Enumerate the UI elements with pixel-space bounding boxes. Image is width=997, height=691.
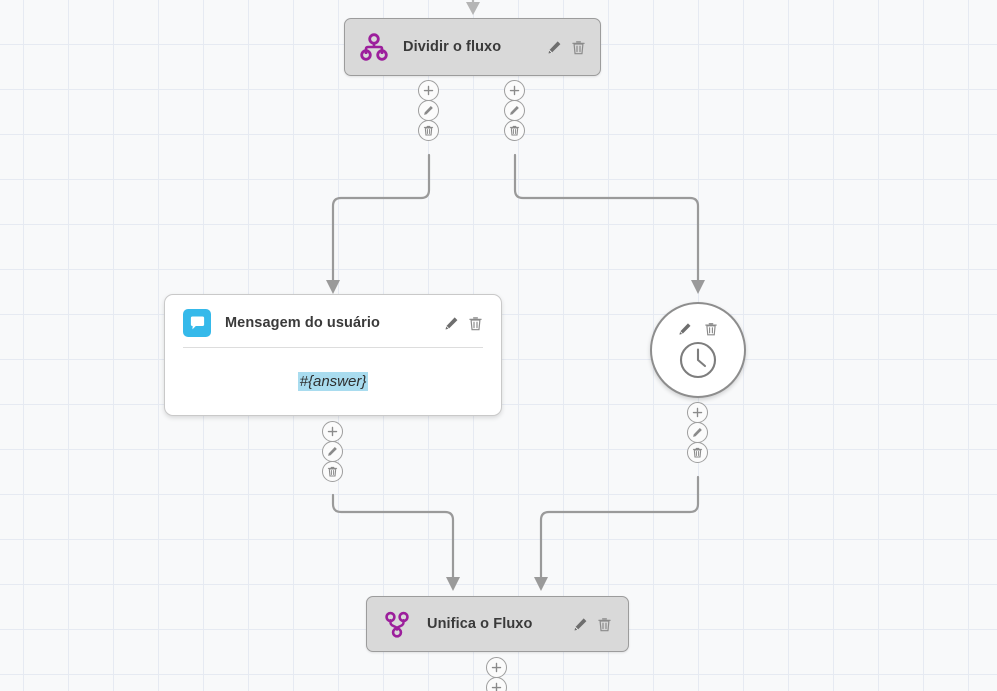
add-icon[interactable] (322, 421, 343, 442)
edge-incoming-to-split (466, 0, 480, 15)
delete-icon[interactable] (322, 461, 343, 482)
user-message-node-title: Mensagem do usuário (225, 315, 380, 331)
port-stack-split-right[interactable] (504, 80, 525, 141)
edge-split-right-to-delay (513, 153, 705, 294)
edit-icon[interactable] (546, 39, 562, 55)
card-divider (183, 347, 483, 348)
edit-icon[interactable] (322, 441, 343, 462)
node-actions (572, 616, 612, 632)
edit-icon[interactable] (677, 321, 693, 337)
user-message-node-header: Mensagem do usuário (165, 295, 501, 347)
merge-flow-node-title: Unifica o Fluxo (427, 616, 533, 632)
delete-icon[interactable] (703, 321, 719, 337)
delete-icon[interactable] (418, 120, 439, 141)
edit-icon[interactable] (504, 100, 525, 121)
merge-flow-node[interactable]: Unifica o Fluxo (366, 596, 629, 652)
port-stack-merge[interactable] (486, 657, 507, 691)
port-stack-delay[interactable] (687, 402, 708, 463)
node-actions (546, 39, 586, 55)
port-stack-user-message[interactable] (322, 421, 343, 482)
add-icon[interactable] (504, 80, 525, 101)
add-icon[interactable] (418, 80, 439, 101)
split-flow-node[interactable]: Dividir o fluxo (344, 18, 601, 76)
add-icon[interactable] (687, 402, 708, 423)
edit-icon[interactable] (418, 100, 439, 121)
merge-flow-icon (383, 609, 411, 639)
user-message-node-body: #{answer} (165, 348, 501, 415)
split-flow-node-title: Dividir o fluxo (403, 39, 502, 55)
edge-user-message-to-merge (331, 493, 460, 591)
delete-icon[interactable] (570, 39, 586, 55)
delete-icon[interactable] (467, 315, 483, 331)
edit-icon[interactable] (443, 315, 459, 331)
delay-node[interactable] (650, 302, 746, 398)
clock-icon (678, 340, 718, 380)
node-actions (443, 315, 483, 331)
delete-icon[interactable] (596, 616, 612, 632)
edge-delay-to-merge (534, 475, 700, 591)
add-icon[interactable] (486, 677, 507, 691)
user-message-node[interactable]: Mensagem do usuário #{answer} (164, 294, 502, 416)
edit-icon[interactable] (687, 422, 708, 443)
speech-bubble-icon (183, 309, 211, 337)
edit-icon[interactable] (572, 616, 588, 632)
variable-token[interactable]: #{answer} (297, 372, 369, 391)
node-actions (677, 321, 719, 337)
delete-icon[interactable] (687, 442, 708, 463)
delete-icon[interactable] (504, 120, 525, 141)
add-icon[interactable] (486, 657, 507, 678)
edge-split-left-to-user-message (326, 153, 431, 294)
split-flow-icon (359, 33, 389, 61)
port-stack-split-left[interactable] (418, 80, 439, 141)
